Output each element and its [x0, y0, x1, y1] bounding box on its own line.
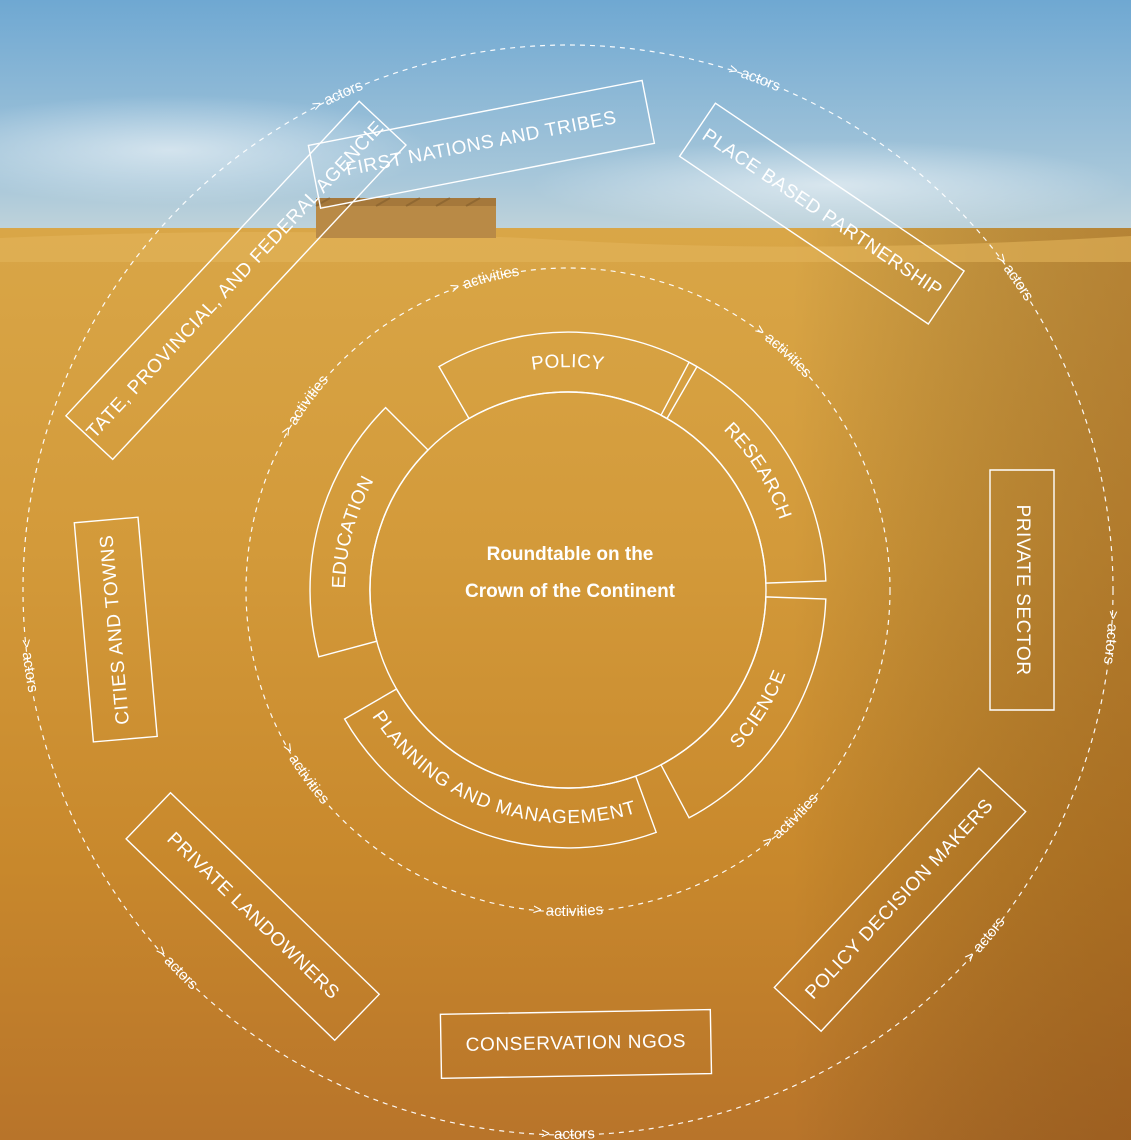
horizon-haze: [0, 231, 1131, 262]
center-title-line1: Roundtable on the: [487, 544, 654, 565]
actor-box-private-sector: [989, 469, 1055, 711]
activities-ring-label: > activities: [532, 901, 604, 920]
activity-label-policy: POLICY: [530, 351, 606, 375]
activity-segment-planning: [343, 688, 658, 849]
actor-box-state-provincial-federal: [64, 100, 407, 461]
actors-dashed-ring: [22, 44, 1114, 1136]
actor-box-place-based: [678, 102, 966, 325]
activity-segment-science: [660, 596, 827, 819]
activity-segment-education: [309, 406, 429, 658]
center-title-line2: Crown of the Continent: [465, 581, 676, 602]
activities-dashed-ring: [245, 267, 891, 913]
actor-box-private-landowners: [125, 791, 381, 1042]
actors-ring-label: > actors: [1100, 610, 1122, 665]
cloud: [0, 95, 430, 205]
actor-label-private-sector: PRIVATE SECTOR: [1012, 504, 1033, 675]
dashed-rings: [22, 44, 1114, 1136]
actors-ring-label: > actors: [541, 1125, 595, 1140]
actor-label-conservation-ngos: CONSERVATION NGOS: [465, 1031, 686, 1056]
field-shade: [0, 228, 1131, 1140]
cloud: [530, 140, 1130, 230]
activity-segment-research: [660, 361, 827, 584]
center-title: Roundtable on the Crown of the Continent: [465, 544, 676, 602]
actor-box-conservation-ngos: [439, 1008, 713, 1080]
actor-box-policy-decision-makers: [773, 767, 1027, 1033]
actor-box-first-nations: [307, 79, 656, 210]
actor-box-cities-towns: [73, 516, 158, 743]
